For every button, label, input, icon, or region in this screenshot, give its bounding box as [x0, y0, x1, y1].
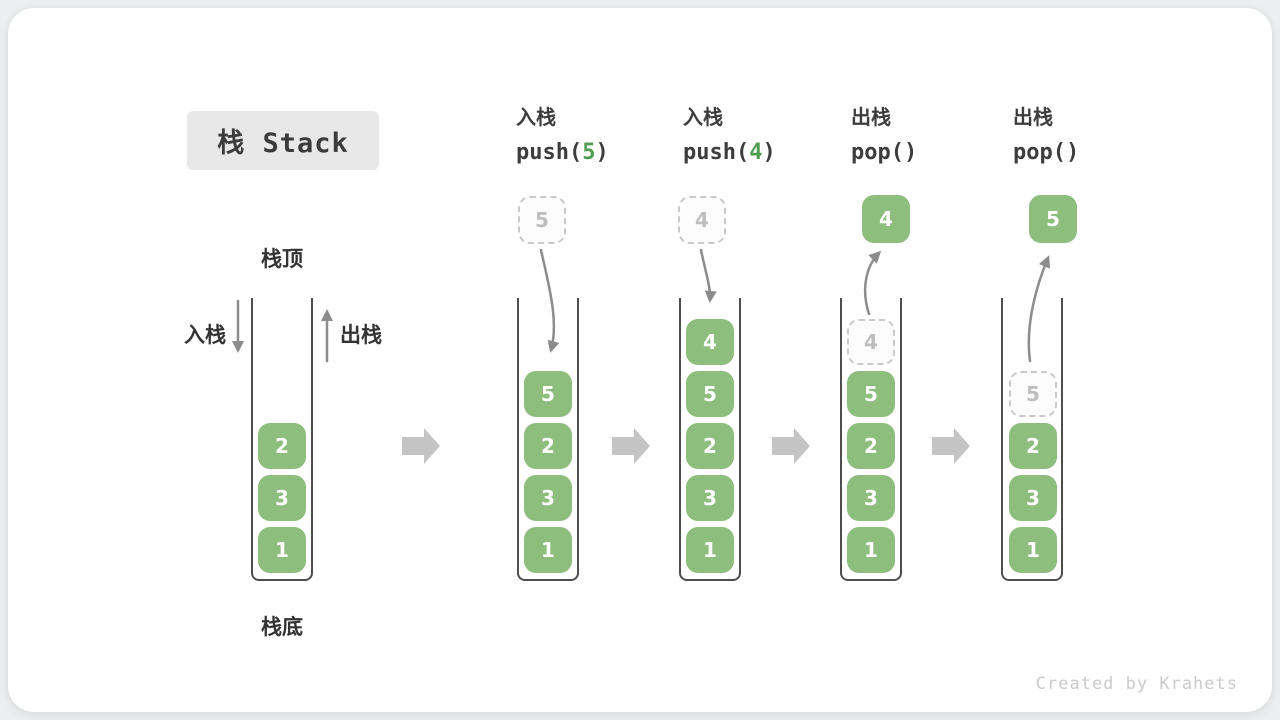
stack-element: 2	[1009, 423, 1057, 469]
stack-element: 2	[847, 423, 895, 469]
stack-element: 5	[524, 371, 572, 417]
code-post: )	[903, 140, 918, 165]
stack-top-label: 栈顶	[261, 248, 303, 271]
stack-element: 1	[847, 527, 895, 573]
incoming-value-box: 5	[518, 196, 566, 244]
op-label: 入栈	[516, 107, 556, 129]
incoming-value-box: 4	[678, 196, 726, 244]
stack-element: 4	[686, 319, 734, 365]
push-side-label: 入栈	[184, 324, 226, 347]
stack-element: 2	[258, 423, 306, 469]
stack-bottom-label: 栈底	[261, 616, 303, 639]
stack-element: 1	[1009, 527, 1057, 573]
stack-element: 3	[1009, 475, 1057, 521]
code-pre: push(	[683, 140, 750, 165]
stack-element: 1	[524, 527, 572, 573]
code-pre: push(	[516, 140, 583, 165]
op-code: pop()	[851, 140, 917, 166]
stack-element: 2	[686, 423, 734, 469]
header-pop-4: 出栈 pop()	[851, 104, 917, 166]
op-code: push(4)	[683, 140, 776, 166]
op-label: 入栈	[683, 107, 723, 129]
pop-side-label: 出栈	[340, 324, 382, 347]
popped-slot-ghost-box: 5	[1009, 371, 1057, 417]
op-label: 出栈	[851, 107, 891, 129]
code-pre: pop(	[1013, 140, 1066, 165]
stack-element: 3	[847, 475, 895, 521]
stack-element: 3	[258, 475, 306, 521]
diagram-title: 栈 Stack	[187, 111, 379, 170]
stack-element: 1	[258, 527, 306, 573]
stack-element: 1	[686, 527, 734, 573]
code-pre: pop(	[851, 140, 904, 165]
popped-value-box: 5	[1029, 195, 1077, 243]
header-pop-5: 出栈 pop()	[1013, 104, 1079, 166]
stack-element: 3	[686, 475, 734, 521]
code-post: )	[762, 140, 776, 165]
stack-element: 5	[847, 371, 895, 417]
op-label: 出栈	[1013, 107, 1053, 129]
stack-element: 5	[686, 371, 734, 417]
stack-element: 3	[524, 475, 572, 521]
header-push-5: 入栈 push(5)	[516, 104, 609, 166]
header-push-4: 入栈 push(4)	[683, 104, 776, 166]
code-post: )	[595, 140, 609, 165]
stack-element: 2	[524, 423, 572, 469]
code-post: )	[1065, 140, 1080, 165]
popped-value-box: 4	[862, 195, 910, 243]
code-arg: 5	[582, 140, 596, 165]
op-code: push(5)	[516, 140, 609, 166]
op-code: pop()	[1013, 140, 1079, 166]
popped-slot-ghost-box: 4	[847, 319, 895, 365]
code-arg: 4	[749, 140, 763, 165]
watermark: Created by Krahets	[1035, 674, 1238, 694]
